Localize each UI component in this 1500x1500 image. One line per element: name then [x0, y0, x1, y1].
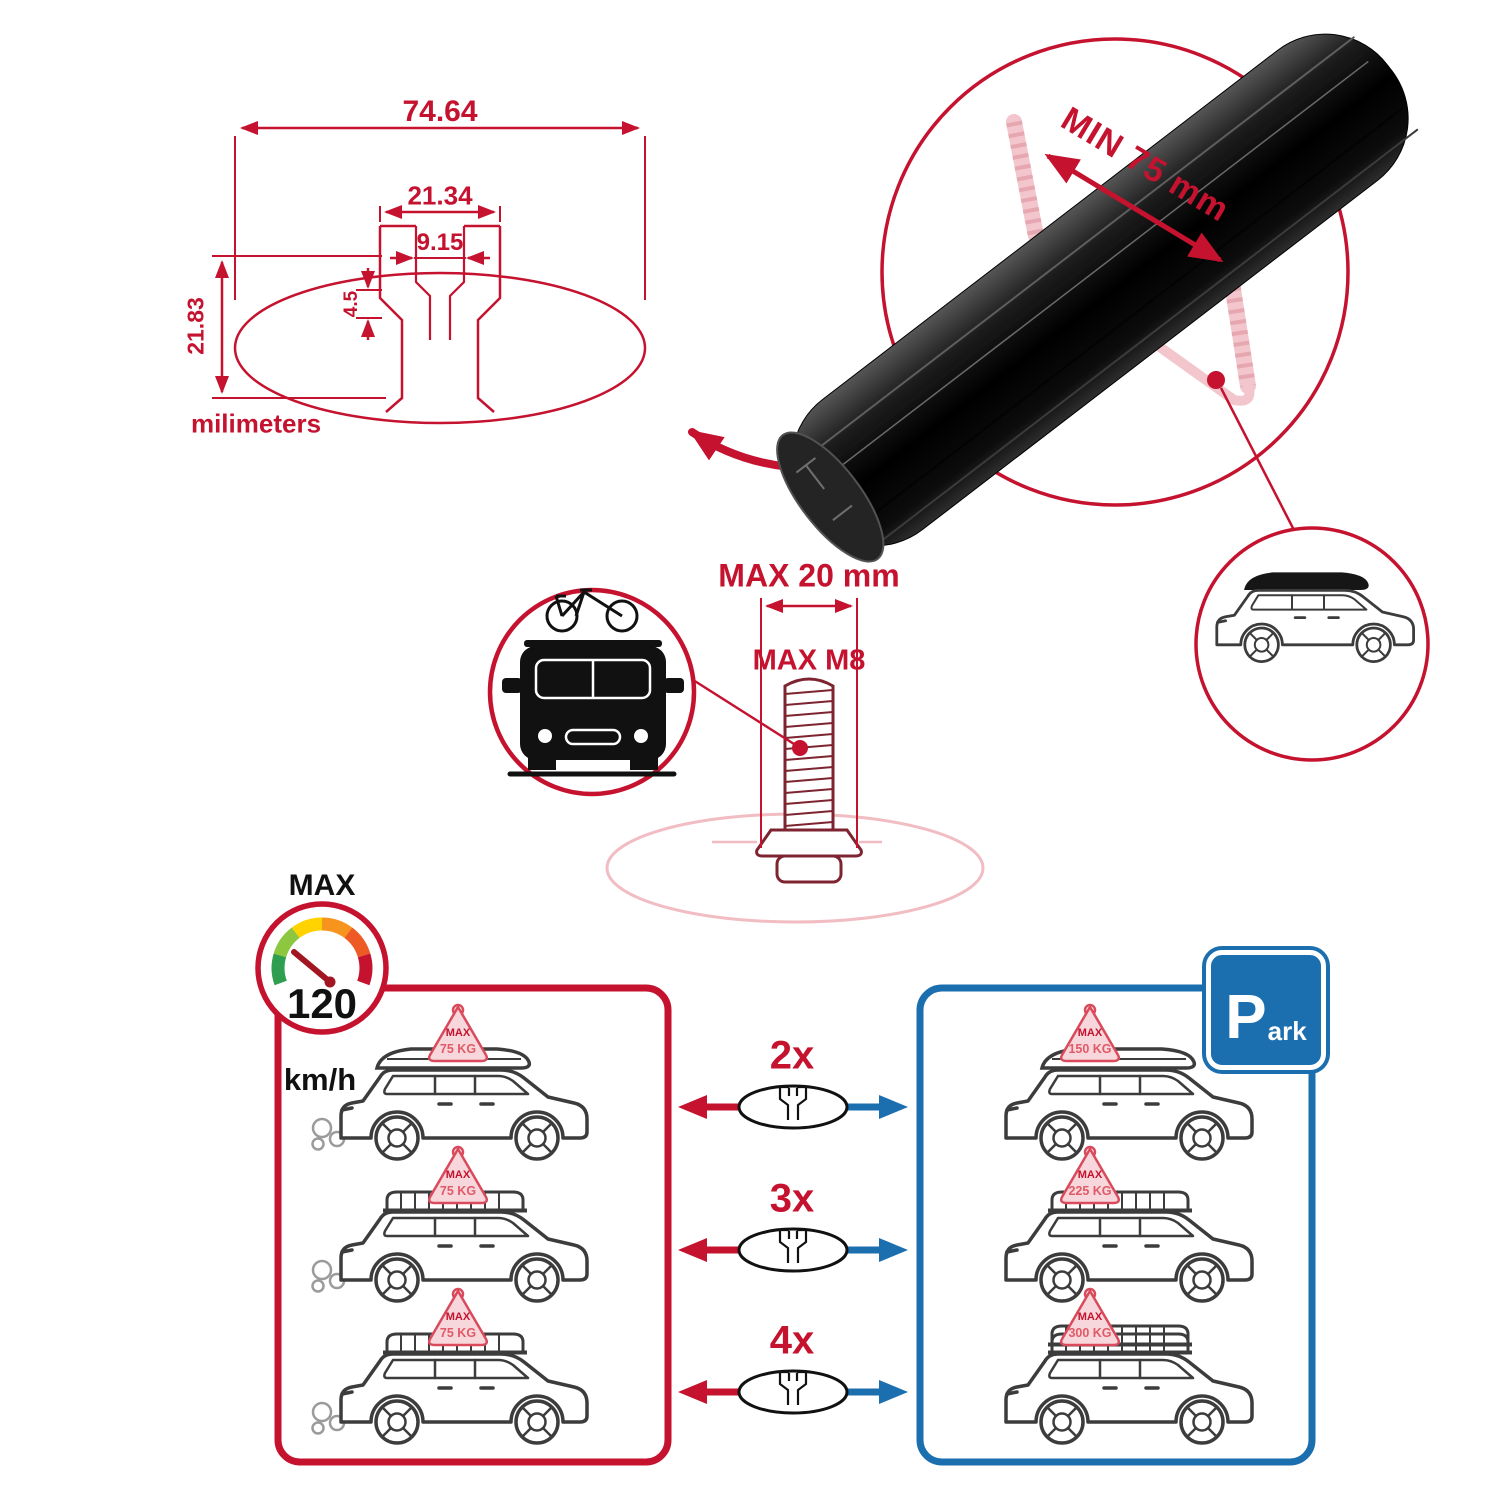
max-thread-label: MAX M8: [752, 644, 866, 677]
speed-unit: km/h: [283, 1062, 357, 1097]
speed-max-label: MAX: [288, 869, 356, 902]
tag-max-label: MAX: [1077, 1169, 1103, 1181]
dim-channel-width: 21.34: [407, 180, 473, 211]
black-crossbar: [776, 33, 1419, 563]
dim-slot-opening: 9.15: [416, 229, 464, 256]
dim-lip-height: 4.5: [341, 290, 362, 318]
t-bolt-illustration: [755, 677, 863, 884]
tag-weight: 225 KG: [1068, 1184, 1112, 1198]
tag-weight: 300 KG: [1068, 1326, 1112, 1340]
bike-icon: [545, 588, 639, 633]
speed-value: 120: [286, 980, 358, 1027]
tag-max-label: MAX: [1077, 1311, 1103, 1323]
suv-roofbox-detail: [1194, 526, 1430, 762]
max-head-width-label: MAX 20 mm: [718, 557, 900, 594]
tag-shape: [1059, 1287, 1121, 1347]
parked-cars: [1006, 1047, 1252, 1443]
tag-weight: 150 KG: [1068, 1042, 1112, 1056]
load-tag-parked-3: MAX 300 KG: [1056, 1284, 1124, 1350]
park-sign: P ark: [1206, 950, 1326, 1070]
load-tag-driving-1: MAX 75 KG: [424, 1000, 492, 1066]
tag-shape: [427, 1287, 489, 1347]
tag-shape: [1059, 1145, 1121, 1205]
tag-shape: [427, 1145, 489, 1205]
dim-total-width: 74.64: [402, 95, 478, 128]
tag-weight: 75 KG: [439, 1184, 477, 1198]
bolt-spec: [487, 587, 985, 924]
park-sign-p: P: [1225, 983, 1267, 1053]
detail-dot: [1207, 371, 1225, 389]
car-front-bike-detail: [487, 587, 697, 797]
gauge-needle: [291, 949, 333, 985]
crossbar-render: [776, 33, 1430, 762]
load-tag-parked-2: MAX 225 KG: [1056, 1142, 1124, 1208]
park-sign-ark: ark: [1267, 1015, 1307, 1046]
multiplier-2x: 2x: [769, 1033, 815, 1078]
load-tag-parked-1: MAX 150 KG: [1056, 1000, 1124, 1066]
crossbar-cross-section-drawing: [212, 121, 647, 425]
multiplier-3x: 3x: [769, 1176, 815, 1221]
multiplier-4x: 4x: [769, 1318, 815, 1363]
comparison-section: [255, 901, 1316, 1466]
tag-max-label: MAX: [445, 1311, 471, 1323]
tag-max-label: MAX: [445, 1027, 471, 1039]
speed-gauge: [255, 901, 389, 1035]
min-span-arrow: [1044, 153, 1224, 263]
load-tag-driving-3: MAX 75 KG: [424, 1284, 492, 1350]
tag-weight: 75 KG: [439, 1326, 477, 1340]
units-label: milimeters: [190, 408, 322, 439]
tag-max-label: MAX: [445, 1169, 471, 1181]
dim-total-height: 21.83: [182, 297, 209, 355]
load-tag-driving-2: MAX 75 KG: [424, 1142, 492, 1208]
tag-shape: [1059, 1003, 1121, 1063]
tag-weight: 75 KG: [439, 1042, 477, 1056]
multiplier-rows: [678, 1084, 908, 1415]
tag-shape: [427, 1003, 489, 1063]
tag-max-label: MAX: [1077, 1027, 1103, 1039]
